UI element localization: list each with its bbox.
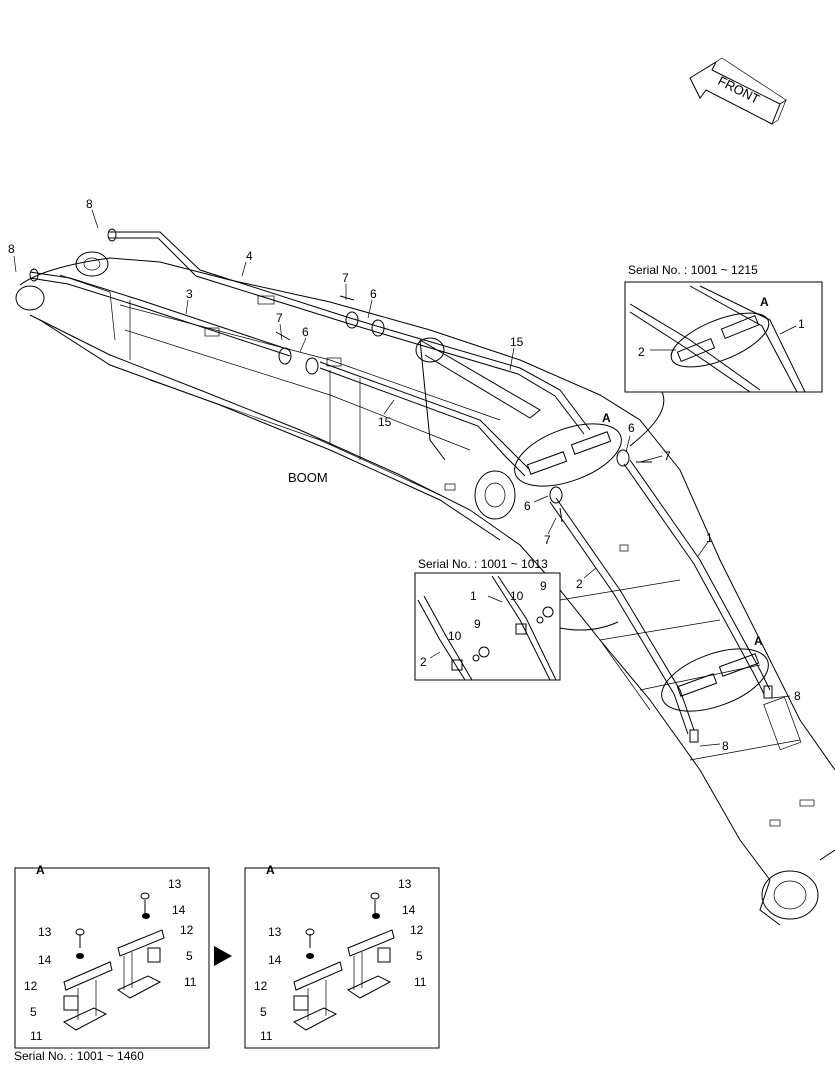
detail-a-right-5a: 5 — [416, 949, 423, 963]
detail-a-left-5a: 5 — [186, 949, 193, 963]
inset-1215-pointer — [629, 391, 665, 447]
detail-a-left-12b: 12 — [24, 979, 38, 993]
callout-6-a: 6 — [370, 287, 377, 301]
callout-7-b: 7 — [276, 311, 283, 325]
detail-a-right-12a: 12 — [410, 923, 424, 937]
boom-body — [15, 251, 835, 926]
inset-1215-label-1: 1 — [798, 317, 805, 331]
callout-6-d: 6 — [524, 499, 531, 513]
detail-a-right-14a: 14 — [402, 903, 416, 917]
clamps-main — [526, 431, 760, 697]
detail-a-left-13b: 13 — [38, 925, 52, 939]
inset-1013-serial: Serial No. : 1001 ~ 1013 — [418, 557, 548, 571]
callout-4: 4 — [246, 249, 253, 263]
callout-8-right: 8 — [794, 689, 801, 703]
callout-8-bottom: 8 — [722, 739, 729, 753]
inset-1013-label-2: 2 — [420, 655, 427, 669]
inset-1215-frame — [624, 281, 823, 393]
inset-1013-pointer — [559, 621, 619, 631]
callout-a-main: A — [602, 411, 611, 425]
front-label: FRONT — [716, 73, 763, 107]
detail-a-mark-lower — [661, 648, 769, 712]
detail-a-right-13b: 13 — [268, 925, 282, 939]
callout-8-left: 8 — [8, 242, 15, 256]
detail-a-left-14b: 14 — [38, 953, 52, 967]
detail-a-right-title: A — [266, 863, 275, 877]
detail-a-right-5b: 5 — [260, 1005, 267, 1019]
detail-a-right-13a: 13 — [398, 877, 412, 891]
callout-a-lower: A — [754, 634, 763, 648]
detail-a-right-12b: 12 — [254, 979, 268, 993]
callout-6-b: 6 — [302, 325, 309, 339]
detail-a-left-title: A — [36, 863, 45, 877]
inset-1013-label-10b: 10 — [448, 629, 462, 643]
callout-8-top: 8 — [86, 197, 93, 211]
detail-a-right-frame — [244, 867, 440, 1049]
arrow-right-icon — [214, 946, 232, 966]
inset-1013-label-9a: 9 — [540, 579, 547, 593]
detail-a-left-serial: Serial No. : 1001 ~ 1460 — [14, 1049, 144, 1063]
callout-15-b: 15 — [378, 415, 392, 429]
callout-3: 3 — [186, 287, 193, 301]
detail-a-left-14a: 14 — [172, 903, 186, 917]
callout-1-main: 1 — [706, 531, 713, 545]
detail-a-right-11a: 11 — [414, 975, 427, 989]
callout-2-main: 2 — [576, 577, 583, 591]
front-arrow-icon — [689, 57, 787, 125]
detail-a-left-frame — [14, 867, 210, 1049]
inset-1215-drawing — [629, 285, 806, 393]
fittings — [29, 228, 773, 743]
inset-1013-label-1: 1 — [470, 589, 477, 603]
detail-a-left-5b: 5 — [30, 1005, 37, 1019]
callout-6-c: 6 — [628, 421, 635, 435]
inset-1215-a: A — [760, 295, 769, 309]
leader-lines — [13, 209, 791, 747]
inset-1013-label-10a: 10 — [510, 589, 524, 603]
detail-a-mark-upper — [514, 423, 622, 487]
detail-a-right-11b: 11 — [260, 1029, 273, 1043]
detail-a-right-drawing — [292, 892, 395, 1031]
inset-1215-label-2: 2 — [638, 345, 645, 359]
callout-7-d: 7 — [544, 533, 551, 547]
detail-a-left-11a: 11 — [184, 975, 197, 989]
inset-1013-label-9b: 9 — [474, 617, 481, 631]
detail-a-right-14b: 14 — [268, 953, 282, 967]
inset-1013-frame — [414, 572, 561, 681]
callout-7-c: 7 — [664, 449, 671, 463]
inset-1215-serial: Serial No. : 1001 ~ 1215 — [628, 263, 758, 277]
callout-15-a: 15 — [510, 335, 524, 349]
detail-a-left-drawing — [62, 892, 165, 1031]
callout-7-a: 7 — [342, 271, 349, 285]
boom-label: BOOM — [288, 470, 328, 485]
detail-a-left-13a: 13 — [168, 877, 182, 891]
detail-a-left-12a: 12 — [180, 923, 194, 937]
pipes — [29, 231, 771, 735]
detail-a-left-11b: 11 — [30, 1029, 43, 1043]
inset-1013-drawing — [417, 575, 557, 681]
